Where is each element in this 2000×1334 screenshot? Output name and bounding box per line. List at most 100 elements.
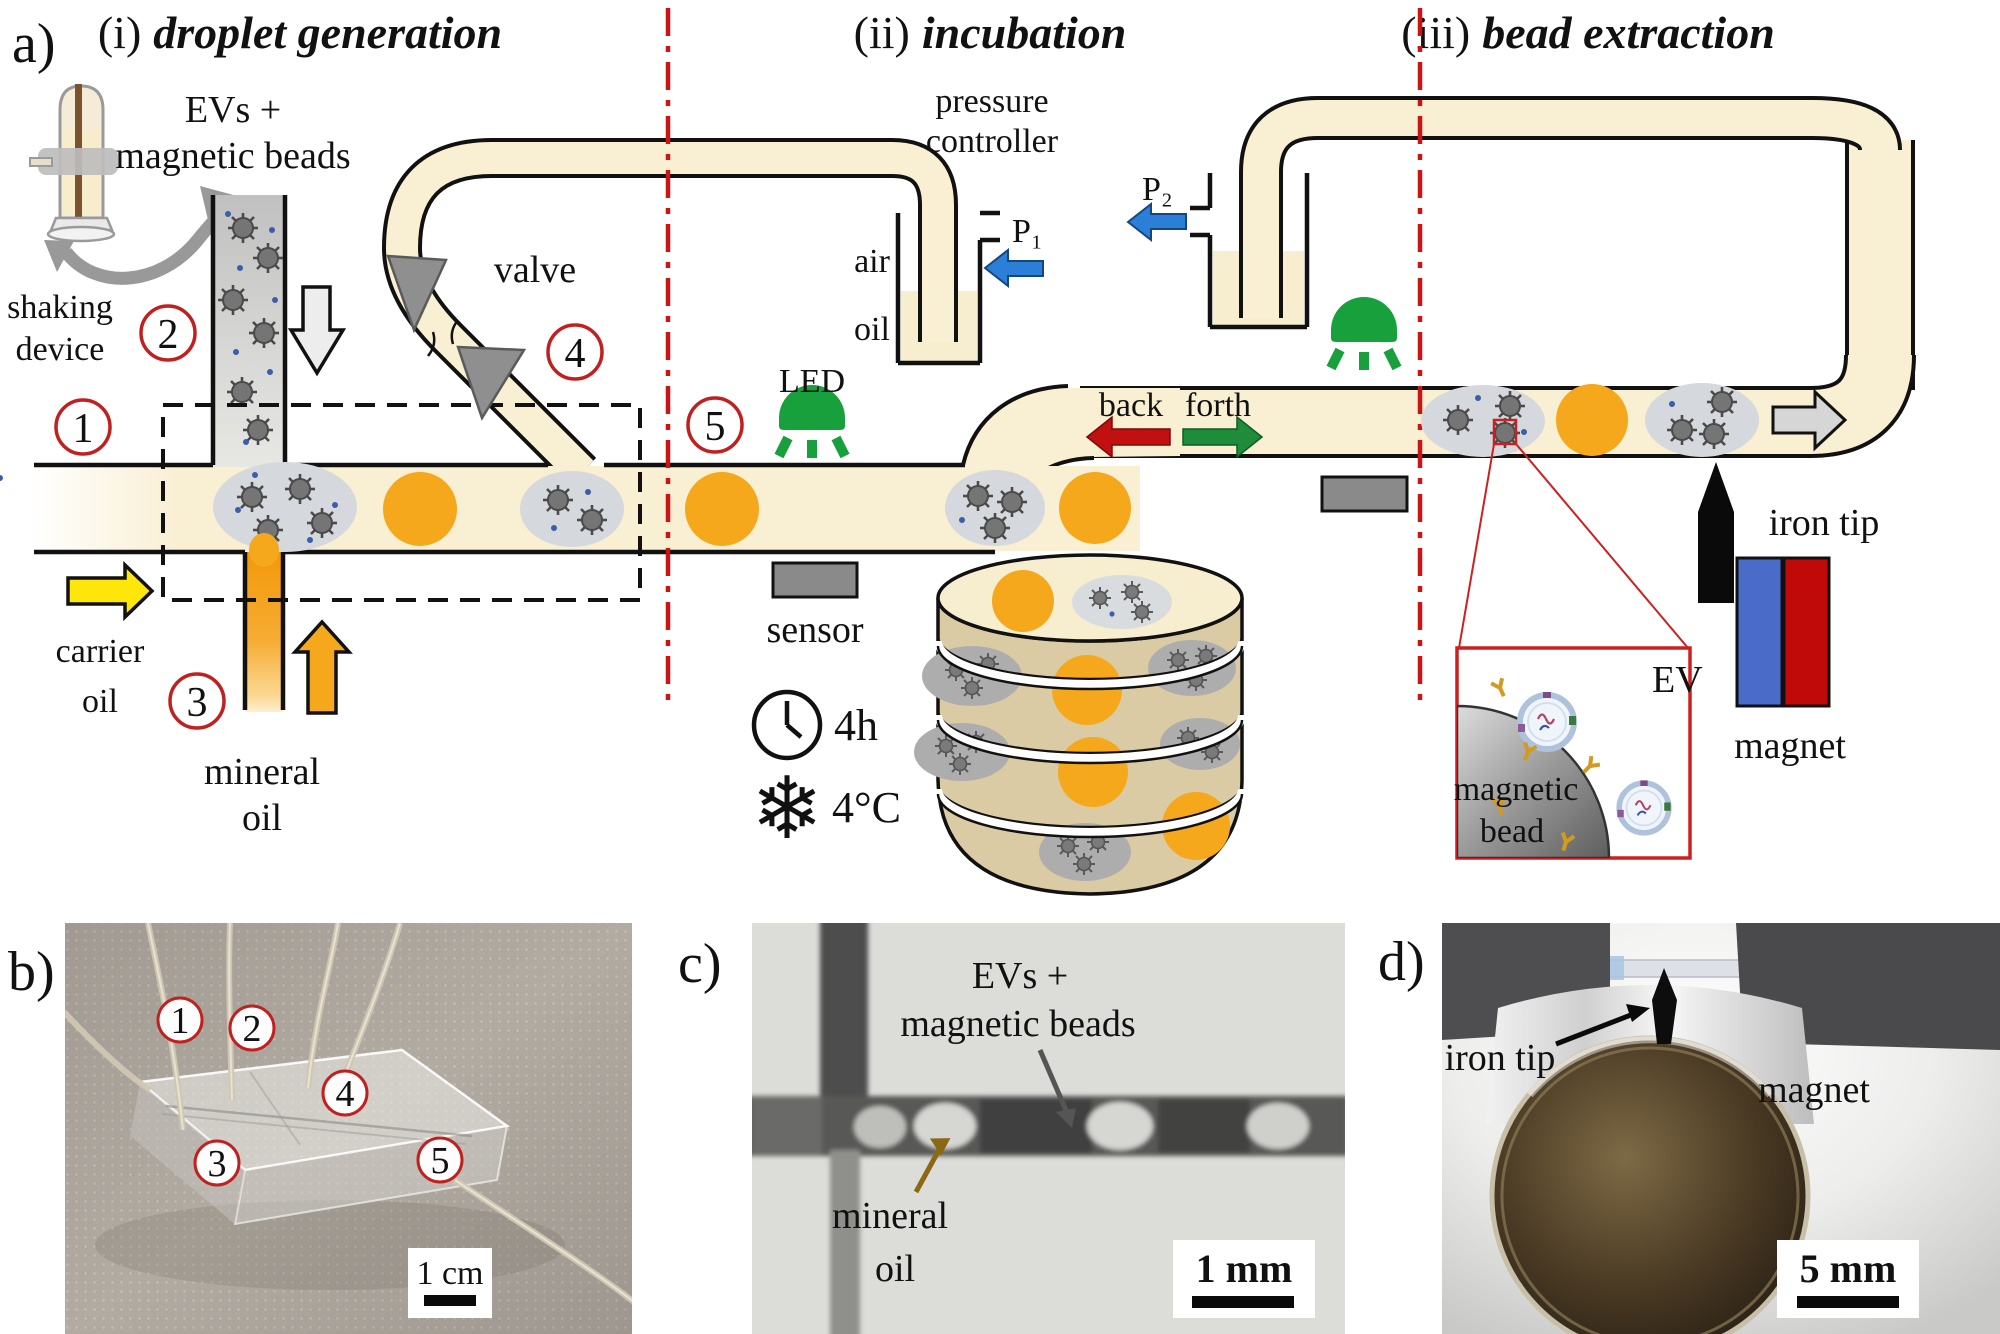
iron-tip-label: iron tip (1769, 502, 1880, 544)
photo-c-scalebar: 1 mm (1173, 1240, 1315, 1318)
p1-arrow (983, 247, 1044, 289)
forth-arrow (1182, 415, 1264, 459)
panel-c-photo: EVs + magnetic beads mineral oil 1 mm (752, 923, 1345, 1334)
sensor-icon-2 (1320, 475, 1409, 513)
photo-b-port-3: 3 (193, 1139, 241, 1187)
photo-c-sample-label-line2: magnetic beads (900, 1003, 1135, 1045)
svg-text:3: 3 (187, 680, 208, 726)
valve-label: valve (494, 249, 576, 291)
photo-c-mineral-label-line2: oil (875, 1248, 915, 1290)
port-number-5: 5 (686, 396, 744, 454)
p2-label: P₂ (1142, 171, 1173, 208)
ev-label: EV (1652, 659, 1703, 701)
photo-c-sample-arrow (1037, 1049, 1076, 1128)
bead-inset: EV magnetic bead (1454, 418, 1703, 860)
mineral-label-line1: mineral (204, 751, 320, 793)
left-reservoir (895, 210, 1000, 366)
svg-text:4: 4 (565, 331, 586, 377)
port-number-3: 3 (168, 672, 226, 730)
magnet-blue-pole (1735, 556, 1784, 708)
photo-d-scalebar: 5 mm (1777, 1240, 1919, 1318)
svg-text:5 mm: 5 mm (1800, 1246, 1897, 1291)
snowflake-icon: ❄ (751, 761, 823, 857)
photo-b-port-4: 4 (321, 1069, 369, 1117)
iron-tip-icon (1698, 462, 1734, 603)
photo-b-scalebar: 1 cm (408, 1248, 492, 1318)
panel-d-photo: iron tip magnet 5 mm (1442, 923, 2000, 1334)
magnetic-bead-label-line1: magnetic (1454, 771, 1579, 808)
svg-text:3: 3 (208, 1143, 227, 1185)
sample-label-line2: magnetic beads (115, 135, 350, 177)
led-label: LED (779, 363, 845, 400)
section-title-bead-extraction: (iii)bead extraction (1401, 7, 1775, 58)
svg-text:5: 5 (705, 404, 726, 450)
photo-b-port-5: 5 (416, 1136, 464, 1184)
extraction-loop-tube (1239, 96, 1915, 390)
magnetic-bead-label-line2: bead (1480, 813, 1544, 850)
svg-text:1 cm: 1 cm (416, 1255, 483, 1292)
svg-text:2: 2 (243, 1008, 262, 1050)
junction-dashed-box (161, 403, 642, 602)
extraction-flow-arrow (1771, 388, 1848, 452)
coil-turn-gaps (934, 635, 1246, 839)
section-title-incubation: (ii)incubation (854, 7, 1127, 58)
sensor-label: sensor (766, 609, 863, 651)
svg-text:4: 4 (336, 1073, 355, 1115)
svg-text:1: 1 (171, 1000, 190, 1042)
shaker-label-line2: device (16, 331, 105, 368)
air-label: air (854, 243, 891, 280)
shaker-label-line1: shaking (7, 289, 113, 326)
ev-vesicle-2 (1617, 780, 1670, 832)
svg-text:5: 5 (431, 1140, 450, 1182)
carrier-label-line2: oil (82, 683, 118, 720)
pressure-label-line2: controller (926, 123, 1059, 160)
right-reservoir (1190, 173, 1310, 330)
panel-d-label: d) (1378, 931, 1425, 993)
photo-c-mineral-arrow (913, 1138, 951, 1194)
magnet-label: magnet (1734, 725, 1846, 767)
photo-b-port-2: 2 (228, 1004, 276, 1052)
sample-dots (225, 211, 338, 543)
p2-arrow (1126, 201, 1187, 243)
photo-d-iron-tip (1652, 968, 1677, 1044)
pressure-label-line1: pressure (935, 83, 1048, 120)
section-title-droplet-generation: (i)droplet generation (98, 7, 502, 58)
led-icon-2 (1331, 297, 1397, 370)
clock-icon (751, 689, 823, 761)
magnet-cylinder-face (1489, 1035, 1811, 1334)
panel-b-photo: 1 2 4 3 5 1 cm (65, 923, 632, 1334)
incubation-temp-label: 4°C (832, 783, 901, 832)
port-number-1: 1 (54, 398, 112, 456)
photo-c-mineral-label-line1: mineral (832, 1195, 948, 1237)
chip-shadow (95, 1200, 565, 1290)
oil-label: oil (854, 311, 890, 348)
mineral-oil-arrow (291, 619, 353, 715)
sample-label-line1: EVs + (185, 89, 281, 131)
back-arrow (1085, 415, 1171, 459)
svg-text:2: 2 (158, 312, 179, 358)
back-label: back (1099, 387, 1163, 424)
magnet-red-pole (1782, 556, 1831, 708)
shake-arrow-head (44, 240, 74, 272)
panel-c-label: c) (678, 933, 722, 995)
panel-a-label: a) (12, 13, 56, 75)
main-channel-droplets (0, 470, 1131, 547)
mineral-label-line2: oil (242, 797, 282, 839)
photo-c-channels (752, 923, 1345, 1334)
port-number-2: 2 (139, 304, 197, 362)
photo-d-iron-tip-label: iron tip (1445, 1037, 1556, 1079)
sensor-icon-1 (771, 561, 859, 599)
panel-a-schematic: a) (i)droplet generation (ii)incubation … (0, 7, 1916, 896)
photo-d-magnet-label: magnet (1758, 1069, 1870, 1111)
carrier-oil-arrow (66, 560, 155, 622)
magnetic-bead-surface (1457, 704, 1611, 858)
svg-text:1: 1 (73, 406, 94, 452)
extraction-droplets (1421, 383, 1759, 457)
forth-label: forth (1185, 387, 1251, 424)
incubation-coil (914, 553, 1246, 896)
inset-source-box (1492, 418, 1518, 446)
ev-vesicle-1 (1518, 692, 1576, 749)
incubation-time-label: 4h (834, 701, 878, 750)
